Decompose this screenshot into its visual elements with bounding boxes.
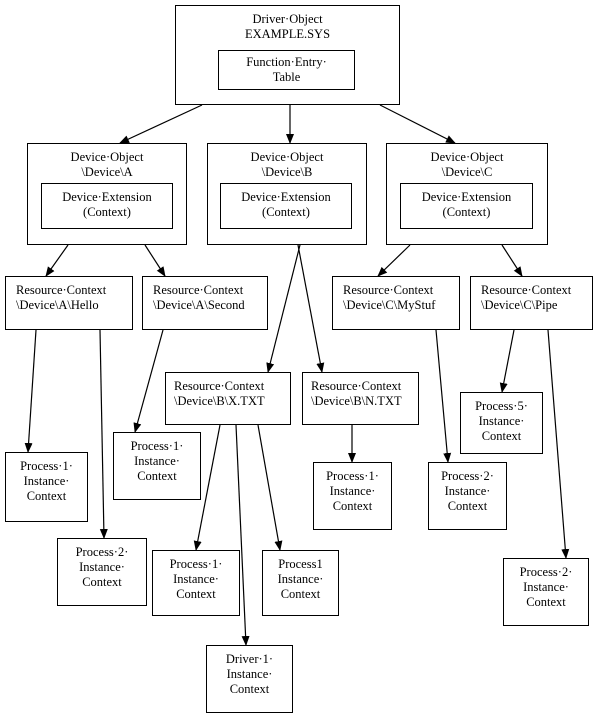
resource-context-b-ntxt: Resource·Context \Device\B\N.TXT: [302, 372, 419, 425]
rc-a-second-line1: Resource·Context: [153, 283, 244, 297]
rc-c-mystuf-line1: Resource·Context: [343, 283, 434, 297]
p-pipe-2-line3: Context: [526, 595, 566, 609]
p-x-1b-line3: Context: [280, 587, 321, 601]
arrow-hello-to-process2: [99, 329, 108, 539]
p-x-1b-line1: Process1: [278, 557, 323, 571]
rc-b-ntxt-line2: \Device\B\N.TXT: [311, 394, 402, 408]
rc-a-second-line2: \Device\A\Second: [153, 298, 245, 312]
p-pipe-5-line1: Process·5·: [475, 399, 528, 413]
device-a-extension-line1: Device·Extension: [62, 190, 152, 204]
resource-context-c-pipe: Resource·Context \Device\C\Pipe: [470, 276, 593, 330]
process2-instance-context-mystuf: Process·2· Instance· Context: [428, 462, 507, 530]
arrow-device-b-to-xtxt: [266, 244, 301, 373]
p-x-1b-line2: Instance·: [277, 572, 324, 586]
p-mystuf-2-line3: Context: [447, 499, 488, 513]
rc-a-hello-line1: Resource·Context: [16, 283, 107, 297]
function-entry-table-line2: Table: [272, 70, 301, 84]
arrow-xtxt-to-driver1: [235, 424, 250, 646]
driver-object-name: EXAMPLE.SYS: [244, 27, 331, 41]
p-hello-1-line1: Process·1·: [20, 459, 73, 473]
process1b-instance-context-xtxt: Process1 Instance· Context: [262, 550, 339, 616]
device-c-extension-line1: Device·Extension: [421, 190, 512, 204]
device-a-extension-box: Device·Extension (Context): [41, 183, 173, 229]
resource-context-c-mystuf: Resource·Context \Device\C\MyStuf: [332, 276, 460, 330]
p-n-1-line2: Instance·: [329, 484, 376, 498]
device-b-title: Device·Object: [250, 150, 324, 164]
resource-context-a-hello: Resource·Context \Device\A\Hello: [5, 276, 133, 330]
process1-instance-context-hello: Process·1· Instance· Context: [5, 452, 88, 522]
process1-instance-context-second: Process·1· Instance· Context: [113, 432, 201, 500]
arrow-pipe-to-process5: [499, 329, 515, 393]
p-mystuf-2-line2: Instance·: [444, 484, 491, 498]
p-hello-1-line2: Instance·: [23, 474, 70, 488]
rc-b-ntxt-line1: Resource·Context: [311, 379, 402, 393]
process5-instance-context-pipe: Process·5· Instance· Context: [460, 392, 543, 454]
p-x-1-line3: Context: [176, 587, 216, 601]
p-pipe-5-line2: Instance·: [478, 414, 525, 428]
p-second-1-line2: Instance·: [134, 454, 180, 468]
arrow-driver-to-device-c: [379, 104, 456, 144]
d-x-1-line1: Driver·1·: [225, 652, 274, 666]
rc-b-xtxt-line2: \Device\B\X.TXT: [174, 394, 265, 408]
device-a-path: \Device\A: [81, 165, 133, 179]
device-c-extension-line2: (Context): [442, 205, 491, 219]
d-x-1-line2: Instance·: [226, 667, 273, 681]
rc-c-pipe-line2: \Device\C\Pipe: [481, 298, 558, 312]
device-b-path: \Device\B: [261, 165, 313, 179]
driver-object-title: Driver·Object: [252, 12, 323, 26]
rc-c-pipe-line1: Resource·Context: [481, 283, 572, 297]
arrow-xtxt-to-process1b: [257, 424, 283, 551]
device-a-title: Device·Object: [70, 150, 144, 164]
process1-instance-context-ntxt: Process·1· Instance· Context: [313, 462, 392, 530]
resource-context-a-second: Resource·Context \Device\A\Second: [142, 276, 268, 330]
p-second-1-line1: Process·1·: [130, 439, 184, 453]
p-pipe-2-line2: Instance·: [523, 580, 569, 594]
p-x-1-line1: Process·1·: [169, 557, 223, 571]
rc-b-xtxt-line1: Resource·Context: [174, 379, 265, 393]
process2-instance-context-hello: Process·2· Instance· Context: [57, 538, 147, 606]
p-hello-1-line3: Context: [26, 489, 67, 503]
process2-instance-context-pipe: Process·2· Instance· Context: [503, 558, 589, 626]
arrow-hello-to-process1: [24, 329, 37, 453]
resource-context-b-xtxt: Resource·Context \Device\B\X.TXT: [165, 372, 291, 425]
function-entry-table-box: Function·Entry· Table: [218, 50, 355, 90]
function-entry-table-line1: Function·Entry·: [246, 55, 327, 69]
p-pipe-2-line1: Process·2·: [519, 565, 573, 579]
arrow-driver-to-device-a: [119, 104, 203, 144]
arrow-mystuf-to-process2: [435, 329, 452, 463]
device-c-extension-box: Device·Extension (Context): [400, 183, 533, 229]
device-a-extension-line2: (Context): [83, 205, 131, 219]
p-n-1-line1: Process·1·: [326, 469, 379, 483]
arrow-device-a-to-hello: [45, 244, 69, 277]
d-x-1-line3: Context: [229, 682, 270, 696]
rc-c-mystuf-line2: \Device\C\MyStuf: [343, 298, 436, 312]
p-n-1-line3: Context: [332, 499, 373, 513]
p-hello-2-line3: Context: [82, 575, 122, 589]
arrow-device-a-to-second: [144, 244, 166, 277]
p-mystuf-2-line1: Process·2·: [441, 469, 494, 483]
arrow-second-to-process1: [133, 329, 164, 433]
arrow-device-c-to-mystuf: [377, 244, 411, 277]
arrow-pipe-to-process2: [547, 329, 570, 559]
p-second-1-line3: Context: [137, 469, 177, 483]
process1-instance-context-xtxt: Process·1· Instance· Context: [152, 550, 240, 616]
arrow-device-c-to-pipe: [501, 244, 523, 277]
p-hello-2-line2: Instance·: [79, 560, 125, 574]
arrow-xtxt-to-process1: [193, 424, 221, 551]
arrow-device-b-to-ntxt: [297, 244, 325, 373]
device-b-extension-line2: (Context): [262, 205, 310, 219]
p-pipe-5-line3: Context: [481, 429, 522, 443]
p-x-1-line2: Instance·: [173, 572, 219, 586]
p-hello-2-line1: Process·2·: [75, 545, 129, 559]
device-b-extension-box: Device·Extension (Context): [220, 183, 352, 229]
device-c-path: \Device\C: [441, 165, 493, 179]
device-c-title: Device·Object: [430, 150, 504, 164]
rc-a-hello-line2: \Device\A\Hello: [16, 298, 99, 312]
device-b-extension-line1: Device·Extension: [241, 190, 331, 204]
driver1-instance-context-xtxt: Driver·1· Instance· Context: [206, 645, 293, 713]
